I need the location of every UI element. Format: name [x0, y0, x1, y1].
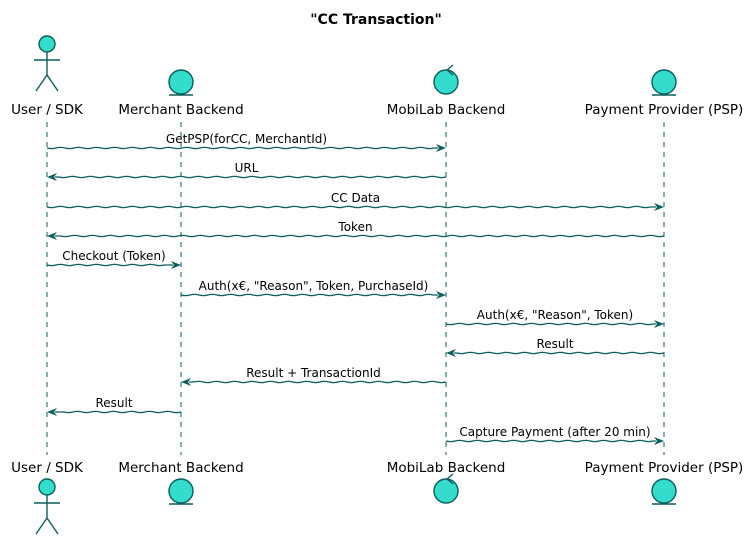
- message-label: Token: [337, 220, 372, 234]
- actor-leg-right: [46, 74, 59, 92]
- arrowhead: [446, 349, 456, 357]
- actor-head: [38, 478, 56, 496]
- actor-leg-left: [35, 517, 48, 535]
- message-11: Capture Payment (after 20 min): [445, 425, 664, 445]
- arrowhead: [181, 378, 191, 386]
- message-arrow: [180, 293, 438, 297]
- diagram-title: "CC Transaction": [310, 12, 442, 28]
- message-label: CC Data: [331, 191, 380, 205]
- messages: GetPSP(forCC, MerchantId) URL CC DataToken…: [46, 132, 665, 445]
- message-label: Auth(x€, "Reason", Token): [477, 308, 633, 322]
- arrowhead: [47, 232, 57, 240]
- message-label: Result: [536, 337, 573, 351]
- participant-name: User / SDK: [11, 102, 84, 118]
- arrowhead: [47, 408, 57, 416]
- message-label: Result + TransactionId: [246, 366, 381, 380]
- participant-name: Payment Provider (PSP): [585, 102, 744, 118]
- message-5: Checkout (Token): [46, 249, 181, 269]
- arrowhead: [654, 437, 664, 445]
- message-arrow: [189, 380, 447, 384]
- message-label: URL: [235, 161, 259, 175]
- control-arrow: [446, 64, 454, 76]
- message-label: GetPSP(forCC, MerchantId): [166, 132, 327, 146]
- arrowhead: [654, 203, 664, 211]
- arrowhead: [171, 261, 181, 269]
- arrowhead: [436, 144, 446, 152]
- message-arrow: [55, 175, 447, 179]
- message-arrow: [445, 322, 656, 326]
- participant-name: Merchant Backend: [118, 102, 243, 118]
- arrowhead: [47, 173, 57, 181]
- actor-head: [38, 35, 56, 53]
- actor-leg-right: [46, 517, 59, 535]
- message-8: Result: [446, 337, 665, 357]
- entity-circle: [651, 478, 677, 504]
- participant-user-bottom: User / SDK: [11, 460, 84, 535]
- arrowhead: [654, 320, 664, 328]
- participant-name: Merchant Backend: [118, 460, 243, 476]
- message-label: Result: [95, 396, 132, 410]
- arrowhead: [436, 291, 446, 299]
- message-arrow: [454, 351, 665, 355]
- message-label: Auth(x€, "Reason", Token, PurchaseId): [199, 279, 429, 293]
- participant-name: MobiLab Backend: [387, 102, 506, 118]
- participant-user-top: User / SDK: [11, 35, 84, 118]
- participants-top: User / SDK Merchant Backend MobiLab Backen…: [11, 35, 744, 118]
- message-arrow: [55, 410, 182, 414]
- message-arrow: [445, 439, 656, 443]
- participants-bottom: User / SDK Merchant Backend MobiLab Backen…: [11, 460, 744, 535]
- control-circle: [433, 69, 459, 95]
- message-10: Result: [47, 396, 182, 416]
- message-label: Checkout (Token): [62, 249, 165, 263]
- participant-psp-bottom: Payment Provider (PSP): [585, 460, 744, 505]
- participant-name: Payment Provider (PSP): [585, 460, 744, 476]
- message-arrow: [46, 205, 656, 209]
- message-6: Auth(x€, "Reason", Token, PurchaseId): [180, 279, 446, 299]
- participant-mobilab-bottom: MobiLab Backend: [387, 460, 506, 504]
- message-1: GetPSP(forCC, MerchantId): [46, 132, 446, 152]
- participant-name: User / SDK: [11, 460, 84, 476]
- participant-merchant-top: Merchant Backend: [118, 69, 244, 118]
- message-7: Auth(x€, "Reason", Token): [445, 308, 664, 328]
- participant-merchant-bottom: Merchant Backend: [118, 460, 244, 505]
- entity-circle: [168, 69, 194, 95]
- message-4: Token: [47, 220, 665, 240]
- message-arrow: [55, 234, 665, 238]
- control-circle: [433, 478, 459, 504]
- message-9: Result + TransactionId: [181, 366, 447, 386]
- entity-circle: [168, 478, 194, 504]
- message-arrow: [46, 146, 438, 150]
- participant-psp-top: Payment Provider (PSP): [585, 69, 744, 118]
- control-arrow: [446, 473, 454, 485]
- actor-leg-left: [35, 74, 48, 92]
- message-3: CC Data: [46, 191, 664, 211]
- message-2: URL: [47, 161, 447, 181]
- message-arrow: [46, 263, 173, 267]
- message-label: Capture Payment (after 20 min): [459, 425, 650, 439]
- participant-mobilab-top: MobiLab Backend: [387, 64, 506, 118]
- participant-name: MobiLab Backend: [387, 460, 506, 476]
- entity-circle: [651, 69, 677, 95]
